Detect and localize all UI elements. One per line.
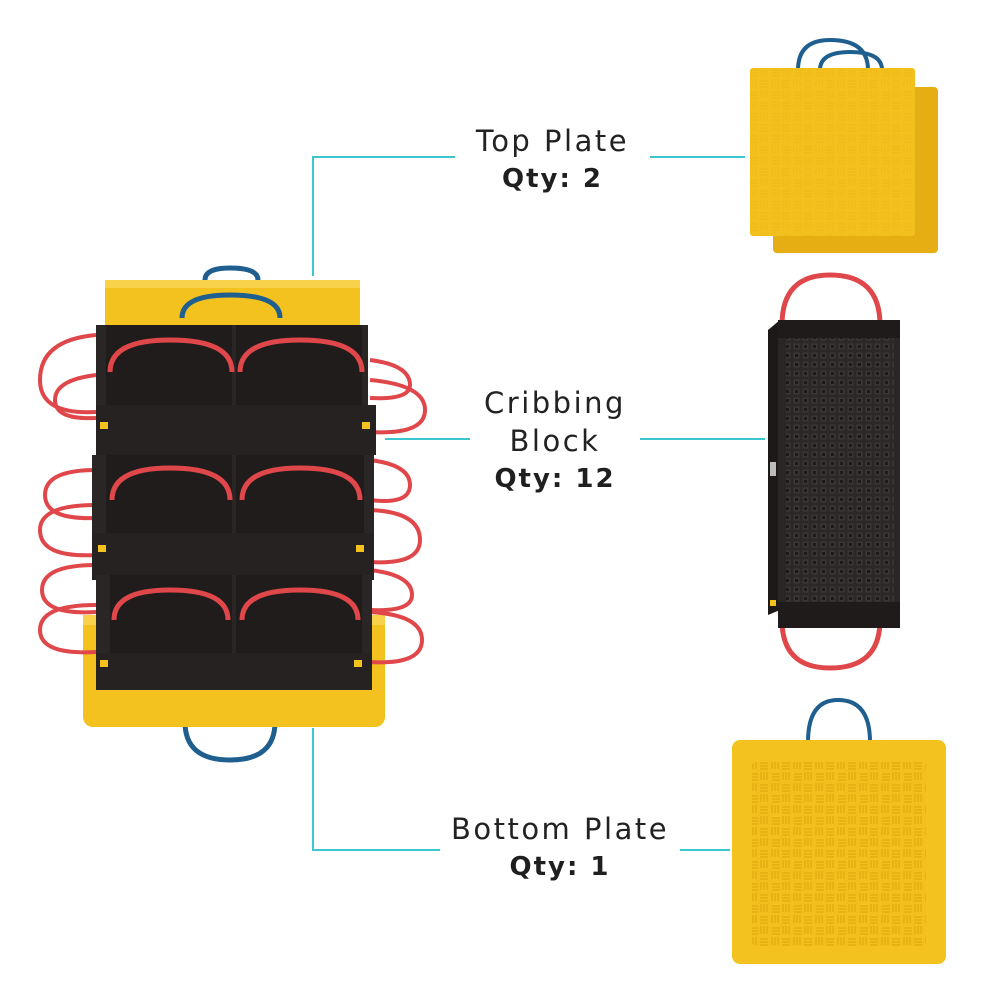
cribbing-stack-illustration	[37, 265, 428, 763]
top-plate-icon	[750, 37, 938, 253]
cribbing-block-label: Cribbing Block Qty: 12	[470, 384, 640, 498]
bottom-plate-qty: Qty: 1	[509, 852, 611, 882]
top-plate-name: Top Plate	[475, 124, 630, 158]
cribbing-block-qty: Qty: 12	[494, 464, 616, 494]
bottom-plate-label: Bottom Plate Qty: 1	[440, 810, 680, 886]
cribbing-block-name-line1: Cribbing	[484, 386, 626, 420]
top-plate-label: Top Plate Qty: 2	[455, 122, 650, 198]
bottom-plate-icon	[732, 697, 946, 964]
cribbing-block-name-line2: Block	[509, 424, 601, 458]
bottom-plate-name: Bottom Plate	[450, 812, 670, 846]
cribbing-block-icon	[768, 272, 900, 671]
leader-lines	[312, 156, 765, 851]
top-plate-qty: Qty: 2	[501, 164, 604, 194]
